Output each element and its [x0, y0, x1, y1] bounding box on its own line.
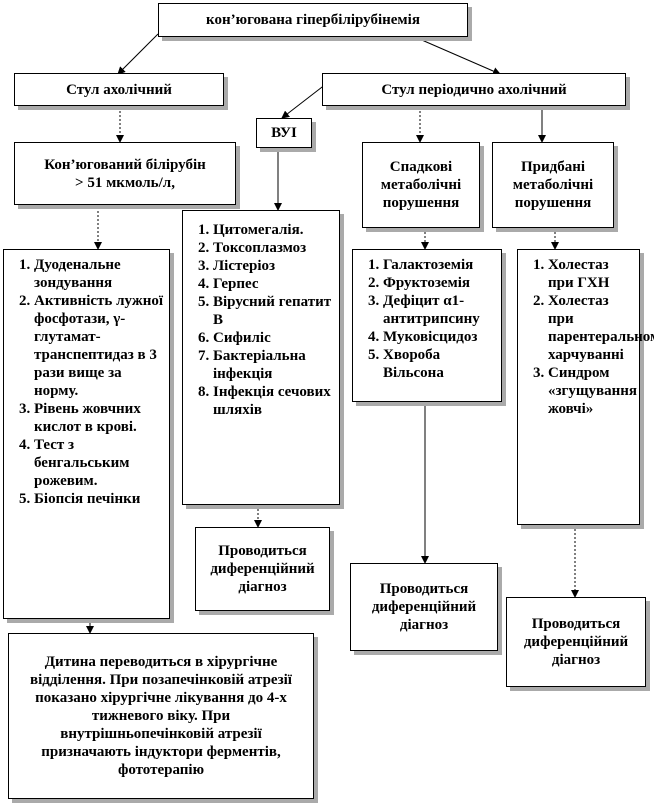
list-item: Вірусний гепатит В [213, 293, 335, 329]
list-item: Активність лужної фосфотази, γ-глутамат-… [34, 292, 165, 400]
tests-list: Дуоденальне зондування Активність лужної… [8, 256, 165, 508]
list-item: Тест з бенгальським рожевим. [34, 436, 165, 490]
list-item: Синдром «згущування жовчі» [548, 364, 637, 418]
acholic-stool-box: Стул ахолічний [14, 73, 224, 106]
arrow-title-to-acholic [117, 33, 159, 75]
hereditary-line-2: метаболічні [380, 177, 462, 193]
bilirubin-line-2: > 51 мкмоль/л, [75, 174, 175, 191]
list-item: Муковісцидоз [383, 328, 497, 346]
infections-list: Цитомегалія. Токсоплазмоз Лістеріоз Герп… [187, 221, 335, 419]
list-item: Інфекція сечових шляхів [213, 383, 335, 419]
hereditary-box: Спадкові метаболічні порушення [362, 142, 480, 228]
acquired-box: Придбані метаболічні порушення [492, 142, 614, 228]
surgery-box: Дитина переводиться в хірургічне відділе… [8, 633, 314, 799]
tests-box: Дуоденальне зондування Активність лужної… [3, 249, 170, 619]
arrow-title-to-periodic [407, 33, 501, 75]
hereditary-line-1: Спадкові [389, 159, 453, 175]
list-item: Дуоденальне зондування [34, 256, 165, 292]
differential-box-hereditary: Проводиться диференційний діагноз [350, 563, 498, 651]
differential-text: Проводиться диференційний діагноз [371, 581, 477, 633]
differential-box-acquired: Проводиться диференційний діагноз [506, 597, 646, 687]
list-item: Лістеріоз [213, 257, 335, 275]
list-item: Герпес [213, 275, 335, 293]
bilirubin-line-1: Кон’югований білірубін [44, 156, 206, 173]
infections-box: Цитомегалія. Токсоплазмоз Лістеріоз Герп… [182, 210, 340, 505]
list-item: Дефіцит α1-антитрипсину [383, 292, 497, 328]
list-item: Рівень жовчних кислот в крові. [34, 400, 165, 436]
acquired-list: Холестаз при ГХН Холестаз при парентерал… [522, 256, 654, 418]
periodic-stool-text: Стул періодично ахолічний [381, 81, 567, 98]
differential-text: Проводиться диференційний діагноз [210, 543, 315, 595]
list-item: Цитомегалія. [213, 221, 335, 239]
conjugated-bilirubin-box: Кон’югований білірубін > 51 мкмоль/л, [14, 142, 236, 205]
list-item: Токсоплазмоз [213, 239, 335, 257]
vui-text: ВУІ [271, 125, 297, 141]
list-item: Хвороба Вільсона [383, 346, 497, 382]
list-item: Біопсія печінки [34, 490, 165, 508]
hereditary-line-3: порушення [382, 195, 460, 211]
differential-box-infections: Проводиться диференційний діагноз [195, 527, 330, 611]
list-item: Холестаз при ГХН [548, 256, 635, 292]
acquired-line-3: порушення [514, 195, 592, 211]
acquired-line-2: метаболічні [512, 177, 594, 193]
hereditary-list-box: Галактоземія Фруктоземія Дефіцит α1-анти… [352, 249, 502, 402]
list-item: Бактеріальна інфекція [213, 347, 335, 383]
list-item: Фруктоземія [383, 274, 497, 292]
acquired-list-box: Холестаз при ГХН Холестаз при парентерал… [517, 249, 654, 525]
surgery-text: Дитина переводиться в хірургічне відділе… [30, 654, 292, 778]
hereditary-list: Галактоземія Фруктоземія Дефіцит α1-анти… [357, 256, 497, 382]
title-box: кон’югована гіпербілірубінемія [158, 3, 468, 37]
acholic-stool-text: Стул ахолічний [66, 81, 172, 98]
list-item: Галактоземія [383, 256, 497, 274]
differential-text: Проводиться диференційний діагноз [523, 616, 629, 668]
arrow-periodic-to-vui [281, 83, 327, 119]
list-item: Холестаз при парентеральному харчуванні [548, 292, 654, 364]
list-item: Сифиліс [213, 329, 335, 347]
vui-box: ВУІ [256, 118, 312, 148]
title-text: кон’югована гіпербілірубінемія [206, 12, 420, 28]
acquired-line-1: Придбані [520, 159, 586, 175]
periodic-stool-box: Стул періодично ахолічний [322, 73, 626, 106]
